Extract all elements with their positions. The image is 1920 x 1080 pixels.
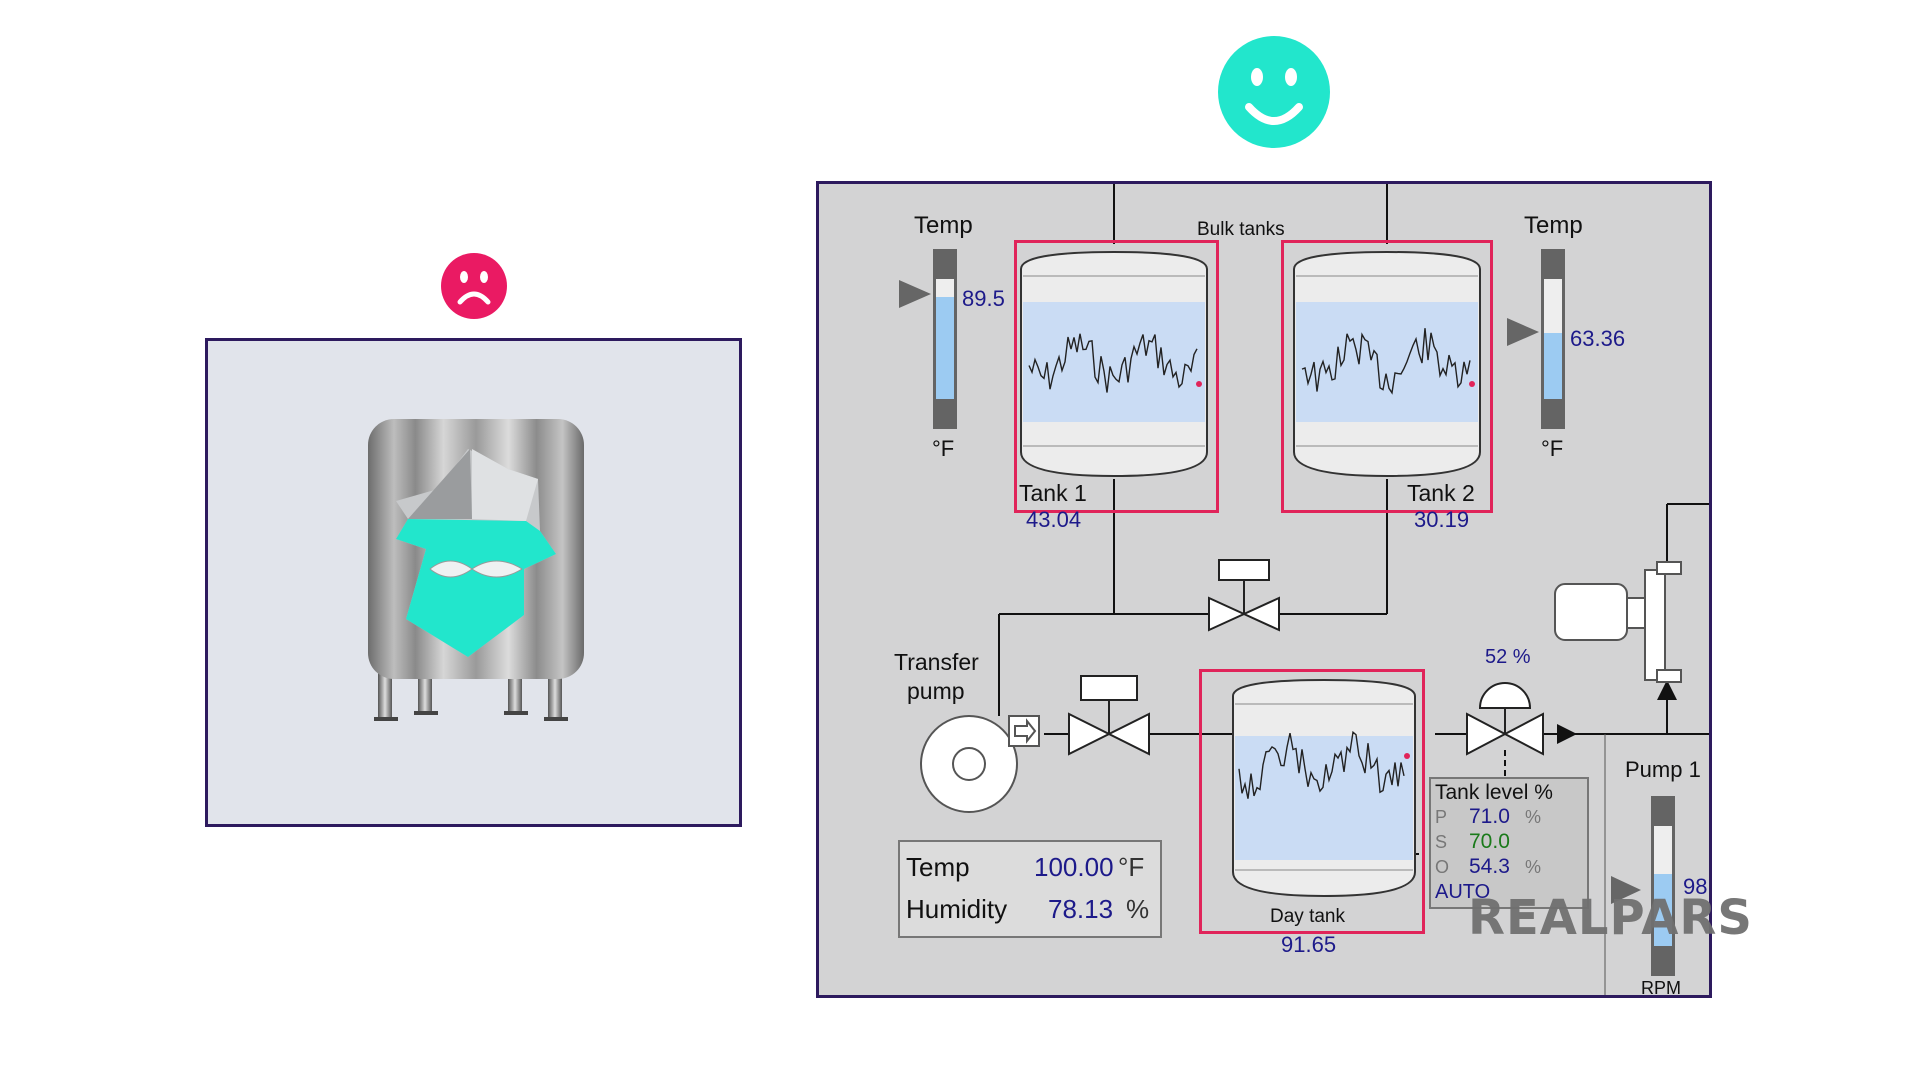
tank-level-faceplate[interactable]: Tank level % P 71.0 % S 70.0 O 54.3 % AU… [1429,777,1589,909]
tank-level-mode: AUTO [1435,881,1491,903]
transfer-valve[interactable] [1068,675,1150,756]
env-temp-unit: °F [1118,852,1145,882]
day-tank-value: 91.65 [1281,932,1337,957]
env-temp-label: Temp [906,852,970,882]
transfer-pump-symbol[interactable] [920,715,1040,813]
env-humidity-value: 78.13 [1048,894,1114,924]
tank-2-alarm-frame[interactable] [1281,240,1493,513]
realpars-watermark: REALPARS [1468,890,1753,946]
temp-right-label: Temp [1524,212,1583,239]
temp-left-unit: °F [932,436,955,461]
tank-1-alarm-frame[interactable] [1014,240,1219,513]
tank-2-vessel [1293,250,1481,478]
tank-1-value: 43.04 [1026,507,1082,532]
control-valve-position: 52 % [1485,646,1531,668]
pump-1-unit: RPM [1641,978,1681,998]
bad-hmi-example-panel [205,338,742,827]
transfer-pump-label-line2: pump [907,678,965,704]
temp-left-label: Temp [914,212,973,239]
tank-level-p-label: P [1435,807,1448,827]
pump-1-motor-symbol[interactable] [1554,561,1682,683]
bulk-transfer-valve[interactable] [1208,559,1280,632]
temp-left-value: 89.5 [962,286,1005,311]
pump-1-label: Pump 1 [1625,757,1701,782]
pump-1-value: 98 [1683,874,1708,899]
env-humidity-label: Humidity [906,894,1008,924]
tank-level-p-value: 71.0 [1469,805,1510,828]
day-tank-label: Day tank [1270,906,1345,927]
tank-level-title: Tank level % [1435,781,1553,804]
happy-face-icon [1218,36,1330,148]
tank-1-vessel [1020,250,1208,478]
realistic-tank-graphic [368,419,584,721]
tank-2-label: Tank 2 [1407,480,1475,506]
environment-readout-box: Temp 100.00 °F Humidity 78.13 % [898,840,1162,938]
tank-level-s-label: S [1435,832,1448,852]
temp-right-value: 63.36 [1570,326,1626,351]
tank-1-label: Tank 1 [1019,480,1087,506]
day-tank-vessel [1232,678,1416,898]
control-valve[interactable] [1466,682,1544,756]
env-temp-value: 100.00 [1034,852,1114,882]
pump-1-rpm-gauge [1651,796,1675,976]
tank-level-p-unit: % [1525,807,1542,827]
tank-level-o-value: 54.3 [1469,855,1510,878]
temp-right-gauge [1541,249,1565,429]
temp-left-gauge [933,249,957,429]
tank-2-value: 30.19 [1414,507,1470,532]
day-tank-alarm-frame[interactable] [1199,669,1425,934]
bulk-tanks-title: Bulk tanks [1197,219,1285,240]
temp-right-unit: °F [1541,436,1564,461]
env-humidity-unit: % [1126,894,1150,924]
transfer-pump-label-line1: Transfer [894,649,979,675]
piping-diagram [899,184,1709,995]
tank-level-o-label: O [1435,857,1450,877]
good-hmi-example-panel: Bulk tanks Temp 89.5 °F Temp 63.36 °F Ta… [816,181,1712,998]
sad-face-icon [441,253,507,319]
tank-level-o-unit: % [1525,857,1542,877]
tank-level-s-value: 70.0 [1469,830,1510,853]
